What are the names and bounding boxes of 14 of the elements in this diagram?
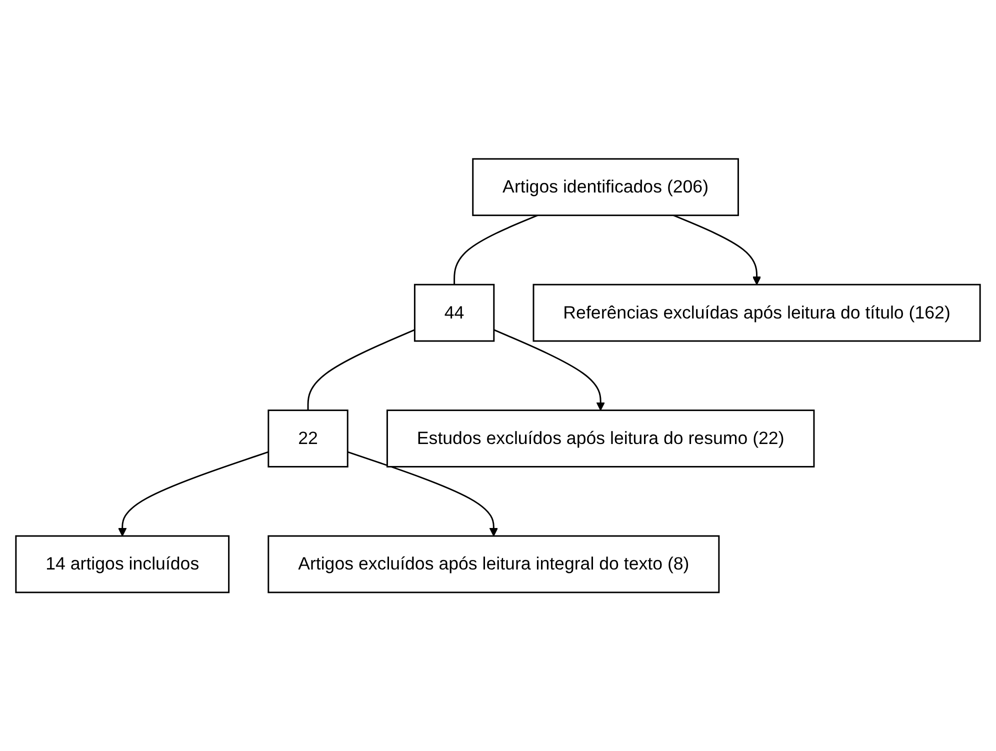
arrow [118, 451, 269, 536]
node-box [386, 409, 815, 468]
connector [307, 328, 415, 410]
node-box [532, 284, 981, 342]
node-box [15, 535, 230, 593]
arrow [347, 451, 498, 536]
arrow [494, 328, 605, 411]
flowchart: Artigos identificados (206) 44 22 14 artigos incluídos Referências excluídas após leitura do título (162) Estudos excluídos após leitura do resumo (22) Artigos excluídos após leitura integral do texto (8) [8, 150, 988, 600]
node-box [268, 409, 348, 468]
node-box [268, 535, 720, 593]
arrow [673, 214, 762, 285]
node-box [472, 158, 739, 216]
node-box [414, 284, 495, 342]
connector [454, 214, 538, 284]
